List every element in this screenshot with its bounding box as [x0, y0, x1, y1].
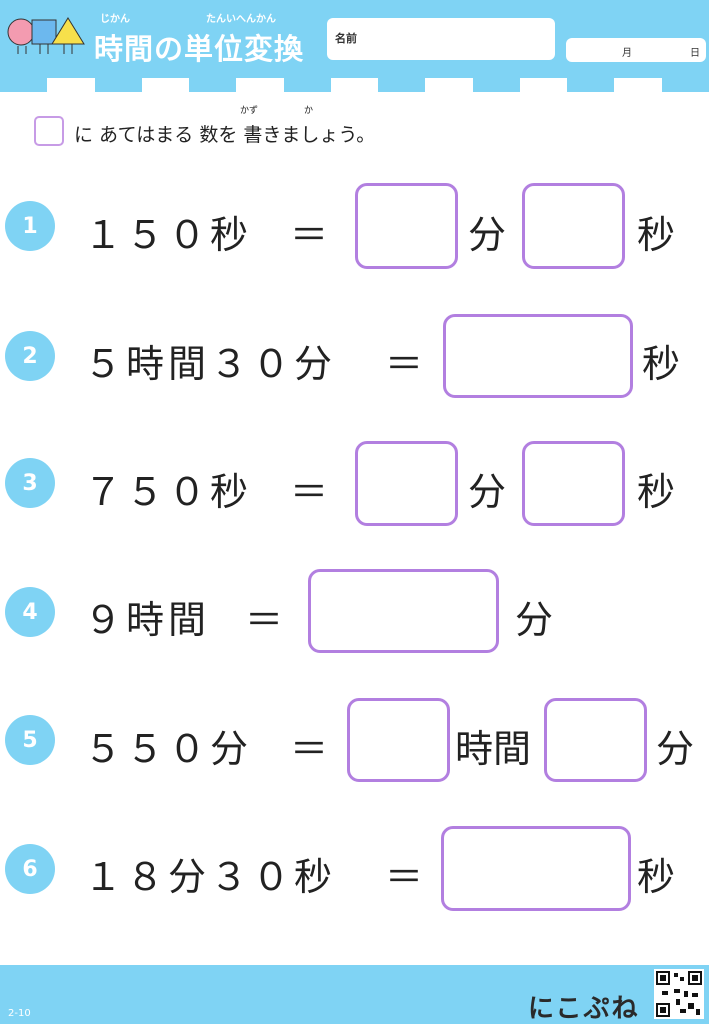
problem-6-equals: ＝ [385, 855, 424, 899]
month-label: 月 [622, 48, 632, 59]
name-label: 名前 [335, 32, 357, 45]
problem-2-expression: ５時間３０分 [84, 342, 337, 386]
logo-shapes-icon [7, 17, 85, 54]
problem-5-answer-box-2[interactable] [544, 698, 647, 782]
problem-1-answer-box-1[interactable] [355, 183, 458, 269]
problem-5-unit-1: 時間 [455, 727, 532, 771]
problem-3-equals: ＝ [290, 470, 329, 514]
problem-5-equals: ＝ [290, 727, 329, 771]
problem-4-unit: 分 [515, 598, 554, 642]
qr-code-icon [654, 969, 704, 1019]
problem-4-equals: ＝ [245, 598, 284, 642]
problem-1-unit-1: 分 [468, 213, 507, 257]
ruby-kazu: かず [240, 106, 259, 116]
name-field[interactable]: 名前 [327, 18, 555, 60]
problem-6-answer-box[interactable] [441, 826, 631, 911]
problem-4-expression: ９時間 [84, 598, 211, 642]
ruby-ka: か [304, 106, 314, 116]
brand-logo: にこぷね [528, 994, 640, 1024]
problem-number-5: 5 [5, 715, 55, 765]
title-ruby-tanihenkan: たんいへんかん [206, 14, 276, 25]
problem-6-expression: １８分３０秒 [84, 855, 337, 899]
problem-2-answer-box[interactable] [443, 314, 633, 398]
date-field[interactable]: 月 日 [566, 38, 706, 62]
problem-number-4: 4 [5, 587, 55, 637]
problem-1-equals: ＝ [290, 213, 329, 257]
problem-3-unit-2: 秒 [637, 470, 676, 514]
problem-number-3: 3 [5, 458, 55, 508]
problem-3-expression: ７５０秒 [84, 470, 253, 514]
instruction-sample-box [34, 116, 64, 146]
worksheet-code: 2-10 [8, 1008, 31, 1019]
problem-1-answer-box-2[interactable] [522, 183, 625, 269]
problem-5-answer-box-1[interactable] [347, 698, 450, 782]
problem-3-answer-box-1[interactable] [355, 441, 458, 526]
problem-3-unit-1: 分 [468, 470, 507, 514]
problem-number-1: 1 [5, 201, 55, 251]
problem-1-unit-2: 秒 [637, 213, 676, 257]
problem-4-answer-box[interactable] [308, 569, 499, 653]
header-notches [0, 78, 709, 92]
problem-1-expression: １５０秒 [84, 213, 253, 257]
problem-6-unit: 秒 [637, 855, 676, 899]
instruction-text: に あてはまる 数を 書きましょう。 [74, 124, 376, 146]
problem-number-2: 2 [5, 331, 55, 381]
problem-2-unit: 秒 [642, 342, 681, 386]
footer-bar [0, 965, 709, 1024]
title-ruby-jikan: じかん [100, 14, 130, 25]
problem-3-answer-box-2[interactable] [522, 441, 625, 526]
day-label: 日 [690, 48, 700, 59]
problem-2-equals: ＝ [385, 342, 424, 386]
problem-5-expression: ５５０分 [84, 727, 253, 771]
page-title: 時間の単位変換 [94, 32, 305, 66]
problem-5-unit-2: 分 [656, 727, 695, 771]
problem-number-6: 6 [5, 844, 55, 894]
